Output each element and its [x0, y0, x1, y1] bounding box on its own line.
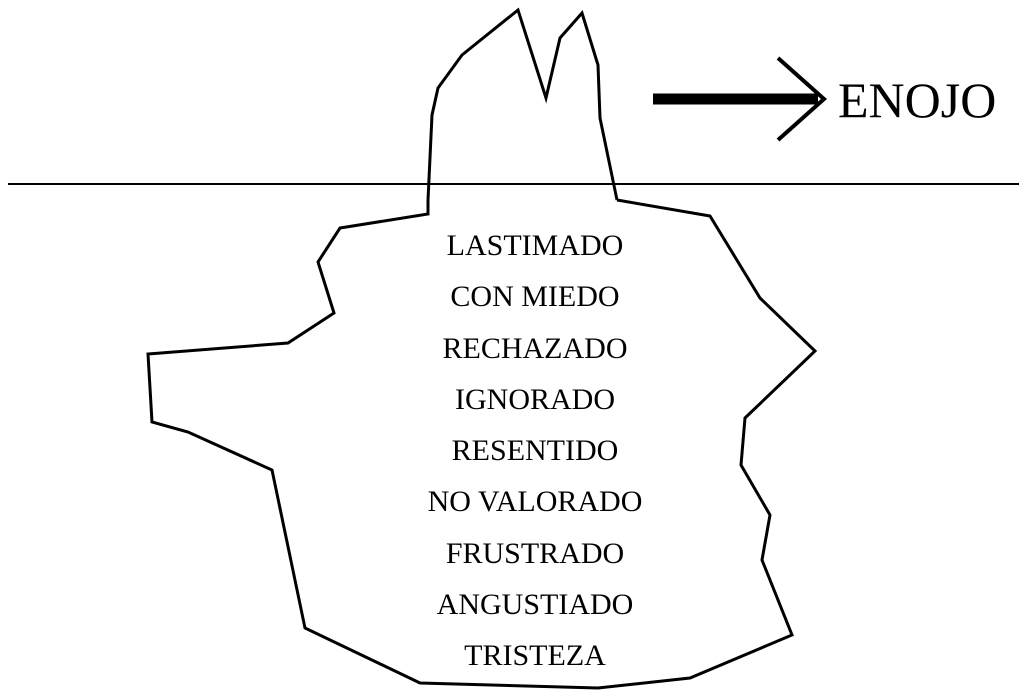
- hidden-emotions-list: LASTIMADO CON MIEDO RECHAZADO IGNORADO R…: [355, 226, 715, 688]
- hidden-emotion-item: RESENTIDO: [451, 434, 619, 468]
- hidden-emotion-item: LASTIMADO: [446, 229, 624, 262]
- hidden-emotion-item: FRUSTRADO: [445, 536, 625, 570]
- iceberg-tip-outline: [426, 7, 619, 201]
- hidden-emotion-item: ANGUSTIADO: [436, 588, 634, 622]
- arrow-head: [776, 56, 828, 142]
- hidden-emotion-item: IGNORADO: [455, 382, 615, 416]
- iceberg-body-outline: [146, 198, 818, 690]
- surface-emotion-label: ENOJO: [838, 72, 997, 128]
- hidden-emotion-item: NO VALORADO: [427, 485, 643, 519]
- hidden-emotion-item: TRISTEZA: [464, 639, 606, 673]
- hidden-emotion-item: RECHAZADO: [442, 331, 628, 365]
- hidden-emotion-item: CON MIEDO: [450, 280, 620, 314]
